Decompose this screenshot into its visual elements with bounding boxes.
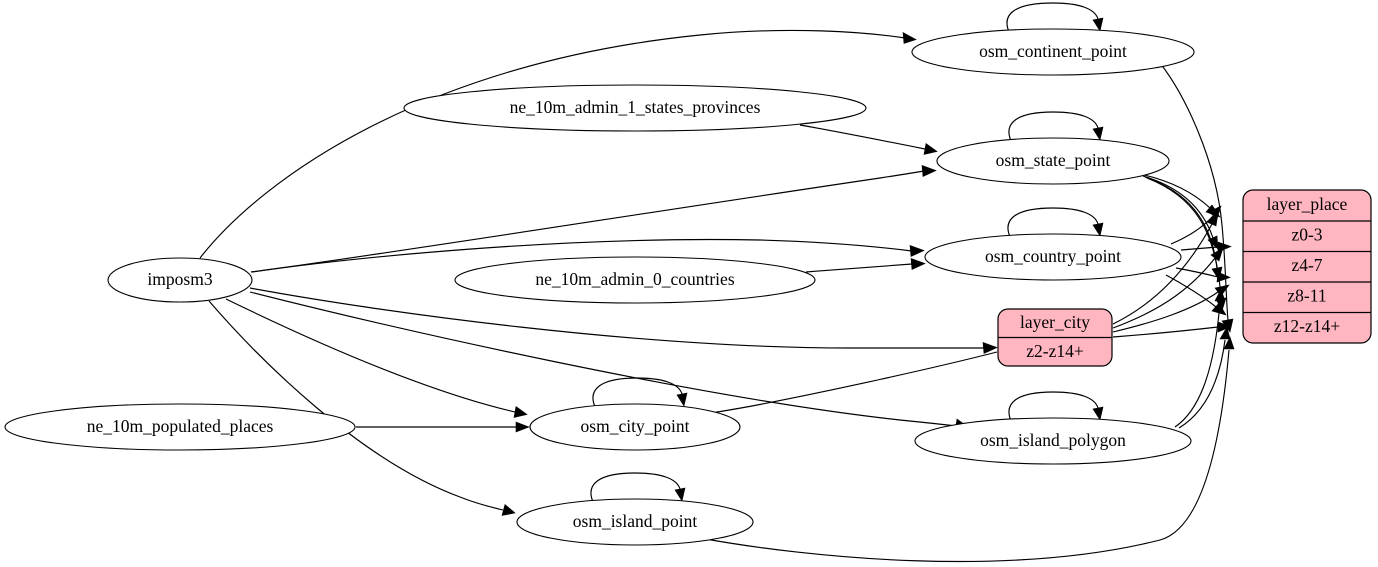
node-label-imposm3: imposm3 bbox=[147, 269, 212, 289]
edge-layer-city-to-layer-place-z8-11 bbox=[1112, 284, 1230, 333]
node-label-osm-city-point: osm_city_point bbox=[581, 416, 690, 436]
record-row-layer-place-z8-11[interactable]: z8-11 bbox=[1287, 286, 1326, 306]
record-node-layer: layer_city z2-z14+ layer_place z0-3 z4-7… bbox=[997, 189, 1372, 367]
node-label-ne-10m-populated-places: ne_10m_populated_places bbox=[87, 416, 274, 436]
edge-ne-populated-places-to-osm-city-point bbox=[356, 421, 530, 433]
self-loop-osm-country-point bbox=[1007, 207, 1104, 240]
record-header-layer-place: layer_place bbox=[1267, 194, 1348, 214]
node-osm-continent-point[interactable]: osm_continent_point bbox=[911, 28, 1195, 76]
edge-imposm3-to-osm-island-point bbox=[208, 300, 516, 516]
edge-osm-country-point-to-layer-place-z0-3 bbox=[1170, 205, 1222, 245]
edge-imposm3-to-osm-state-point bbox=[250, 165, 937, 273]
node-osm-island-point[interactable]: osm_island_point bbox=[516, 498, 754, 546]
node-ne-10m-populated-places[interactable]: ne_10m_populated_places bbox=[4, 403, 356, 451]
edge-imposm3-to-layer-city bbox=[249, 287, 998, 354]
edge-ne-states-provinces-to-osm-state-point bbox=[799, 124, 938, 155]
self-loop-osm-state-point bbox=[1008, 111, 1104, 144]
record-row-layer-place-z12-z14[interactable]: z12-z14+ bbox=[1274, 316, 1340, 336]
record-node-layer-city[interactable]: layer_city z2-z14+ bbox=[997, 308, 1113, 367]
node-ne-10m-admin-1-states-provinces[interactable]: ne_10m_admin_1_states_provinces bbox=[403, 84, 867, 132]
edge-osm-island-point-to-layer-place-z12 bbox=[699, 336, 1235, 563]
edge-osm-country-point-to-layer-place-z8-11 bbox=[1175, 267, 1231, 283]
edge-layer-city-to-layer-place-z12 bbox=[1112, 321, 1232, 338]
node-osm-city-point[interactable]: osm_city_point bbox=[529, 403, 741, 451]
self-loop-osm-island-polygon bbox=[1008, 391, 1104, 424]
node-label-osm-island-polygon: osm_island_polygon bbox=[980, 430, 1126, 450]
node-osm-country-point[interactable]: osm_country_point bbox=[924, 233, 1182, 281]
node-ne-10m-admin-0-countries[interactable]: ne_10m_admin_0_countries bbox=[454, 256, 816, 304]
edge-layer-city-to-osm-city-point bbox=[683, 351, 998, 421]
record-row-layer-city-z2-z14[interactable]: z2-z14+ bbox=[1026, 341, 1084, 361]
edge-osm-island-polygon-to-layer-place-z8-11 bbox=[1174, 288, 1226, 428]
node-label-osm-continent-point: osm_continent_point bbox=[979, 41, 1127, 61]
record-row-layer-place-z0-3[interactable]: z0-3 bbox=[1291, 225, 1322, 245]
node-osm-island-polygon[interactable]: osm_island_polygon bbox=[914, 417, 1192, 465]
edge-ne-admin-0-countries-to-osm-country-point bbox=[805, 258, 926, 273]
record-row-layer-place-z4-7[interactable]: z4-7 bbox=[1291, 255, 1322, 275]
record-header-layer-city: layer_city bbox=[1020, 312, 1090, 332]
edge-imposm3-to-osm-continent-point bbox=[199, 29, 917, 259]
node-label-osm-state-point: osm_state_point bbox=[996, 150, 1111, 170]
edge-imposm3-to-osm-country-point bbox=[251, 238, 925, 273]
self-loop-osm-island-point bbox=[590, 472, 686, 505]
self-loop-osm-city-point bbox=[592, 377, 688, 410]
node-label-ne-10m-admin-0-countries: ne_10m_admin_0_countries bbox=[535, 269, 734, 289]
node-layer: imposm3 ne_10m_admin_1_states_provinces … bbox=[4, 28, 1195, 546]
edge-imposm3-to-osm-city-point bbox=[225, 298, 528, 418]
record-node-layer-place[interactable]: layer_place z0-3 z4-7 z8-11 z12-z14+ bbox=[1242, 189, 1372, 344]
edge-layer-city-to-layer-place-z0-3 bbox=[1112, 212, 1219, 325]
edge-layer-city-to-layer-place-z4-7 bbox=[1112, 247, 1224, 329]
node-osm-state-point[interactable]: osm_state_point bbox=[936, 137, 1170, 185]
node-imposm3[interactable]: imposm3 bbox=[107, 257, 253, 303]
edge-layer bbox=[199, 2, 1235, 563]
node-label-osm-island-point: osm_island_point bbox=[573, 511, 698, 531]
self-loop-osm-continent-point bbox=[1006, 2, 1104, 35]
node-label-osm-country-point: osm_country_point bbox=[985, 246, 1121, 266]
node-label-ne-10m-admin-1-states-provinces: ne_10m_admin_1_states_provinces bbox=[510, 97, 761, 117]
edge-osm-island-polygon-to-layer-place-z12 bbox=[1178, 326, 1231, 429]
